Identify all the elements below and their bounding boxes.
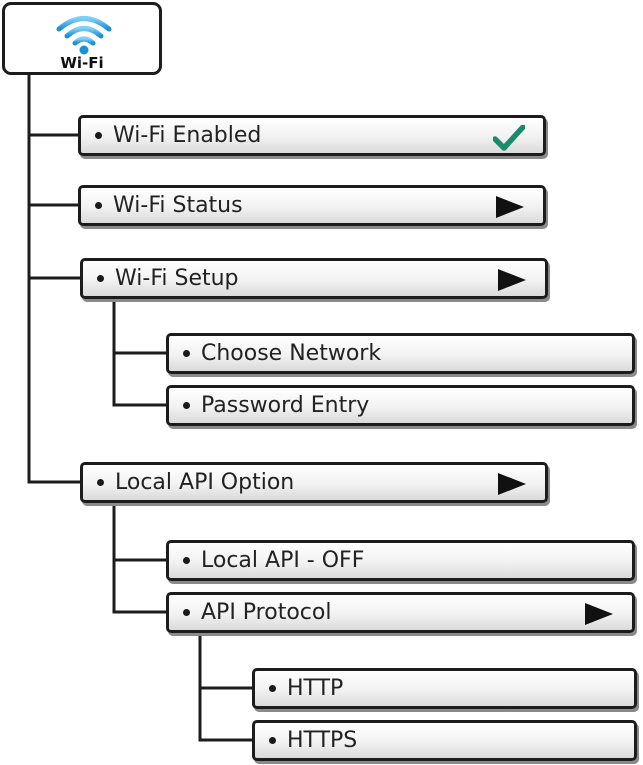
menu-item-label: Choose Network [201, 341, 382, 366]
bullet [269, 737, 276, 744]
menu-item-label: Password Entry [201, 393, 370, 418]
menu-item-api-protocol[interactable]: API Protocol [166, 592, 635, 633]
bullet [183, 402, 190, 409]
menu-item-label: Wi-Fi Setup [115, 266, 239, 291]
bullet [95, 132, 102, 139]
menu-item-http[interactable]: HTTP [252, 668, 637, 709]
check-icon [493, 125, 525, 151]
wifi-root-box: Wi-Fi [2, 2, 162, 75]
bullet [97, 275, 104, 282]
bullet [97, 479, 104, 486]
menu-item-label: HTTPS [287, 728, 358, 753]
menu-item-label: API Protocol [201, 600, 332, 625]
menu-item-wifi-enabled[interactable]: Wi-Fi Enabled [78, 115, 546, 156]
menu-item-password-entry[interactable]: Password Entry [166, 385, 635, 426]
bullet [183, 557, 190, 564]
arrow-right-icon [498, 269, 526, 291]
wifi-icon [56, 16, 112, 55]
menu-item-label: Wi-Fi Status [113, 193, 243, 218]
bullet [183, 609, 190, 616]
menu-item-choose-network[interactable]: Choose Network [166, 333, 635, 374]
arrow-right-icon [498, 473, 526, 495]
bullet [95, 202, 102, 209]
menu-item-local-api-option[interactable]: Local API Option [80, 462, 548, 503]
menu-item-wifi-setup[interactable]: Wi-Fi Setup [80, 258, 548, 299]
menu-item-wifi-status[interactable]: Wi-Fi Status [78, 185, 546, 226]
menu-item-https[interactable]: HTTPS [252, 720, 637, 761]
menu-item-label: Local API - OFF [201, 548, 365, 573]
menu-item-label: Wi-Fi Enabled [113, 123, 262, 148]
menu-item-label: Local API Option [115, 470, 295, 495]
bullet [269, 685, 276, 692]
menu-item-label: HTTP [287, 676, 344, 701]
menu-item-local-api-off[interactable]: Local API - OFF [166, 540, 635, 581]
wifi-root-label: Wi-Fi [60, 54, 104, 72]
arrow-right-icon [585, 603, 613, 625]
arrow-right-icon [496, 196, 524, 218]
bullet [183, 350, 190, 357]
